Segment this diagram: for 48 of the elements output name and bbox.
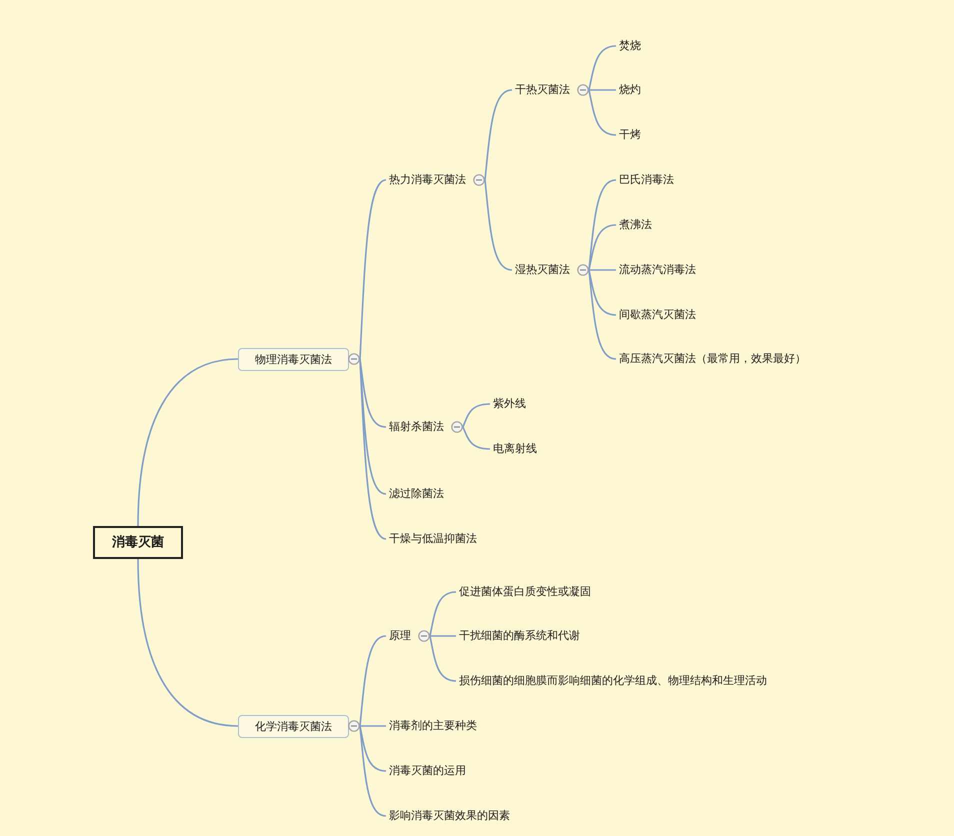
branch-line: [359, 726, 386, 817]
topic-label: 间歇蒸汽灭菌法: [616, 307, 699, 323]
topic-label: 高压蒸汽灭菌法（最常用，效果最好）: [616, 351, 809, 367]
topic-label: 烧灼: [616, 82, 644, 98]
branch-line: [137, 558, 238, 727]
branch-line: [484, 89, 512, 180]
topic-label: 损伤细菌的细胞膜而影响细菌的化学组成、物理结构和生理活动: [456, 673, 770, 689]
branch-line: [359, 179, 386, 360]
branch-line: [462, 403, 490, 428]
branch-line: [359, 635, 386, 726]
topic-label: 干热灭菌法: [514, 82, 571, 98]
topic-label: 辐射杀菌法: [388, 419, 445, 435]
topic-label: 巴氏消毒法: [616, 172, 677, 188]
branch-line: [588, 45, 616, 90]
topic-label: 促进菌体蛋白质变性或凝固: [456, 584, 594, 600]
branch-line: [588, 224, 616, 270]
topic-label: 焚烧: [616, 38, 644, 54]
topic-label: 流动蒸汽消毒法: [616, 262, 699, 278]
topic-box: 化学消毒灭菌法: [238, 714, 349, 738]
branch-line: [359, 726, 386, 772]
branch-line: [589, 89, 616, 91]
central-topic-box: 消毒灭菌: [93, 526, 183, 559]
branch-line: [589, 269, 616, 271]
topic-label: 干烤: [616, 127, 644, 143]
branch-line: [359, 358, 386, 540]
topic-label: 煮沸法: [616, 217, 655, 233]
topic-label: 热力消毒灭菌法: [388, 172, 467, 188]
topic-label: 紫外线: [490, 396, 529, 412]
topic-label: 湿热灭菌法: [514, 262, 571, 278]
topic-box: 物理消毒灭菌法: [238, 348, 349, 370]
branch-line: [360, 725, 386, 727]
topic-label: 干燥与低温抑菌法: [386, 531, 480, 547]
branch-line: [462, 426, 490, 450]
topic-label: 滤过除菌法: [386, 486, 447, 502]
topic-label: 影响消毒灭菌效果的因素: [386, 808, 513, 824]
branch-line: [137, 358, 238, 526]
branch-line: [588, 270, 616, 360]
branch-line: [588, 90, 616, 136]
topic-label: 消毒灭菌的运用: [386, 763, 469, 779]
branch-line: [429, 636, 456, 682]
topic-label: 电离射线: [490, 441, 540, 457]
branch-line: [429, 591, 456, 636]
branch-line: [484, 180, 512, 271]
topic-label: 干扰细菌的酶系统和代谢: [456, 628, 583, 644]
topic-label: 消毒剂的主要种类: [386, 718, 480, 734]
topic-label: 原理: [388, 628, 412, 644]
branch-line: [430, 635, 456, 637]
branch-line: [588, 270, 616, 316]
